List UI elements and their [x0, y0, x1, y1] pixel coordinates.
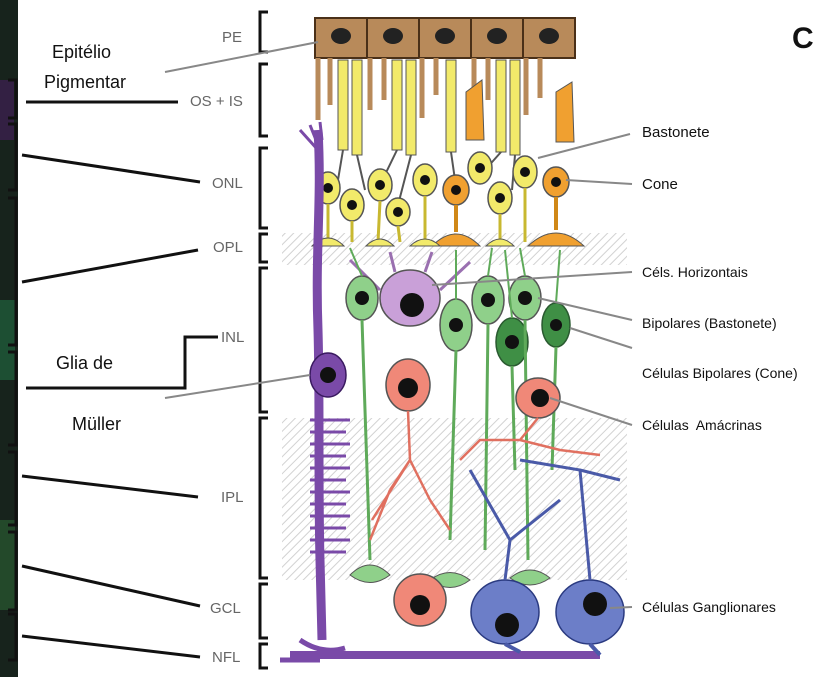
rod-cell-bodies — [316, 152, 537, 242]
layer-label-opl: OPL — [213, 239, 243, 256]
label-celulas-amacrinas: Células Amácrinas — [642, 417, 762, 433]
label-glia-de: Glia de — [56, 353, 113, 373]
layer-label-onl: ONL — [212, 175, 243, 192]
label-bastonete: Bastonete — [642, 124, 710, 141]
layer-label-inl: INL — [221, 329, 244, 346]
layer-brackets — [260, 12, 268, 668]
connector-lines — [22, 102, 218, 657]
layer-label-os-is: OS + IS — [190, 93, 243, 110]
label-celulas-bipolares-cone: Células Bipolares (Cone) — [642, 365, 798, 381]
label-celulas-ganglionares: Células Ganglionares — [642, 599, 776, 615]
label-epitelio: Epitélio — [52, 42, 111, 62]
label-pigmentar: Pigmentar — [44, 72, 126, 92]
label-cels-horizontais: Céls. Horizontais — [642, 264, 748, 280]
layer-label-ipl: IPL — [221, 489, 244, 506]
panel-letter: C — [792, 22, 814, 55]
label-bipolares-bastonete: Bipolares (Bastonete) — [642, 315, 777, 331]
layer-label-gcl: GCL — [210, 600, 241, 617]
layer-label-pe: PE — [222, 29, 242, 46]
label-muller: Müller — [72, 414, 121, 434]
label-cone: Cone — [642, 176, 678, 193]
layer-label-nfl: NFL — [212, 649, 240, 666]
